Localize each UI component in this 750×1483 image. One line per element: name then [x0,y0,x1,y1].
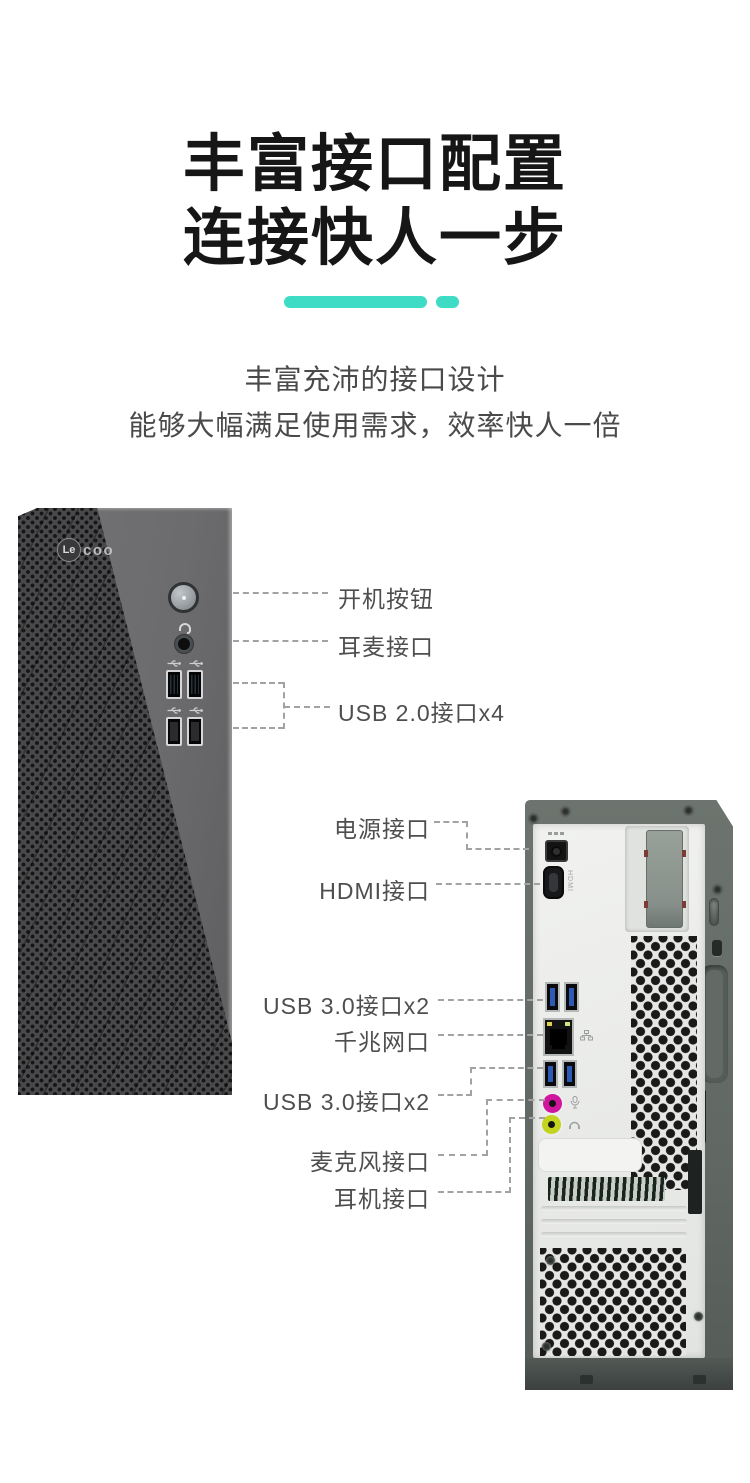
hex-vent-grille [631,936,697,1190]
usb3-port [562,1060,577,1088]
callout-line-usb-bottom [233,727,284,729]
dc-marking [548,832,564,835]
callout-line-lan [438,1034,543,1036]
callout-line-psu [434,821,468,823]
front-audio-jack [175,635,193,653]
label-usb3-bottom: USB 3.0接口x2 [263,1089,430,1115]
usb-icon [189,659,203,668]
slot-cover-blank [541,1219,687,1224]
headphone-jack [542,1115,561,1134]
slot-vent-grille [548,1177,665,1201]
label-gigabit-lan: 千兆网口 [334,1029,430,1055]
usb-icon [189,706,203,715]
usb3-port [543,1060,558,1088]
cover-clip [682,850,686,857]
slot-cover-bracket [688,1150,702,1214]
screw-icon [529,814,538,823]
front-vent-perforation [18,508,232,1095]
usb2-port [166,670,182,699]
power-connector [545,840,568,862]
label-usb3-top: USB 3.0接口x2 [263,993,430,1019]
label-usb2-ports: USB 2.0接口x4 [338,700,505,726]
label-headphone-jack: 耳机接口 [334,1186,430,1212]
psu-fan-vent [540,1248,686,1356]
callout-line-usb-top [233,682,284,684]
usb3-port-pair-top [545,982,579,1012]
callout-line-usb-label [284,706,330,708]
callout-bracket-usb [283,682,285,729]
screw-icon [694,1312,703,1321]
microphone-jack [543,1094,562,1113]
cover-clip [644,850,648,857]
accent-underline-bar [284,296,427,308]
callout-line-usb3-bottom [470,1067,543,1069]
callout-line-usb3-bottom [470,1067,472,1096]
screw-icon [684,806,693,815]
pc-rear-view: HDMI [525,800,733,1390]
microphone-icon [570,1096,580,1109]
callout-line-mic [438,1154,488,1156]
screw-icon [713,885,722,894]
headset-icon [177,620,193,634]
brand-logo-text: coo [83,541,115,559]
page-title: 丰富接口配置 连接快人一步 [0,128,750,276]
cover-clip [644,901,648,908]
page-title-line1: 丰富接口配置 [182,130,567,199]
usb3-port-pair-bottom [543,1060,577,1088]
io-shield-plate [538,1138,642,1172]
usb2-port [187,717,203,746]
ethernet-port [543,1018,574,1056]
usb2-port [166,717,182,746]
brand-logo: Le coo [57,538,114,562]
callout-line-usb3-top [438,999,543,1001]
callout-line-mic [486,1099,488,1156]
kensington-lock-slot [712,940,722,956]
subtitle-line2: 能够大幅满足使用需求，效率快人一倍 [128,410,622,441]
callout-line-psu [466,848,529,850]
callout-line-audio [233,640,328,642]
page-title-line2: 连接快人一步 [182,204,567,273]
callout-line-psu [466,821,468,850]
expansion-bay-cover [646,830,683,928]
rear-handle-recess [701,965,728,1083]
slot-cover-blank [541,1232,687,1237]
headphone-icon [568,1119,581,1130]
label-power-connector: 电源接口 [334,816,430,842]
case-foot [693,1375,706,1384]
screw-icon [546,1256,555,1265]
callout-line-headphone [509,1117,511,1193]
cover-clip [682,901,686,908]
hdmi-port [543,866,564,899]
label-hdmi-port: HDMI接口 [319,878,430,904]
accent-underline-dot [436,296,459,308]
usb3-port [545,982,560,1012]
slot-cover-blank [541,1206,687,1211]
brand-logo-circle: Le [57,538,81,562]
screw-icon [542,1342,551,1351]
pc-front-view: Le coo [18,508,232,1095]
usb-icon [167,706,181,715]
screw-icon [561,807,570,816]
network-icon [580,1030,593,1041]
usb-icon [167,659,181,668]
callout-line-headphone [438,1191,511,1193]
rear-io-panel: HDMI [533,824,705,1358]
usb2-port [187,670,203,699]
callout-line-headphone [509,1117,545,1119]
usb3-port [564,982,579,1012]
subtitle-line1: 丰富充沛的接口设计 [244,364,506,395]
thumbscrew-slot [709,898,719,926]
callout-line-hdmi [436,883,540,885]
power-button [168,582,199,613]
callout-line-mic [486,1099,545,1101]
rear-bottom-band [525,1358,733,1390]
case-foot [580,1375,593,1384]
hdmi-port-marking: HDMI [566,870,573,892]
callout-line-usb3-bottom [438,1094,472,1096]
label-headset-jack: 耳麦接口 [338,634,434,660]
callout-line-power [233,592,328,594]
label-microphone-jack: 麦克风接口 [310,1149,430,1175]
label-power-button: 开机按钮 [338,586,434,612]
